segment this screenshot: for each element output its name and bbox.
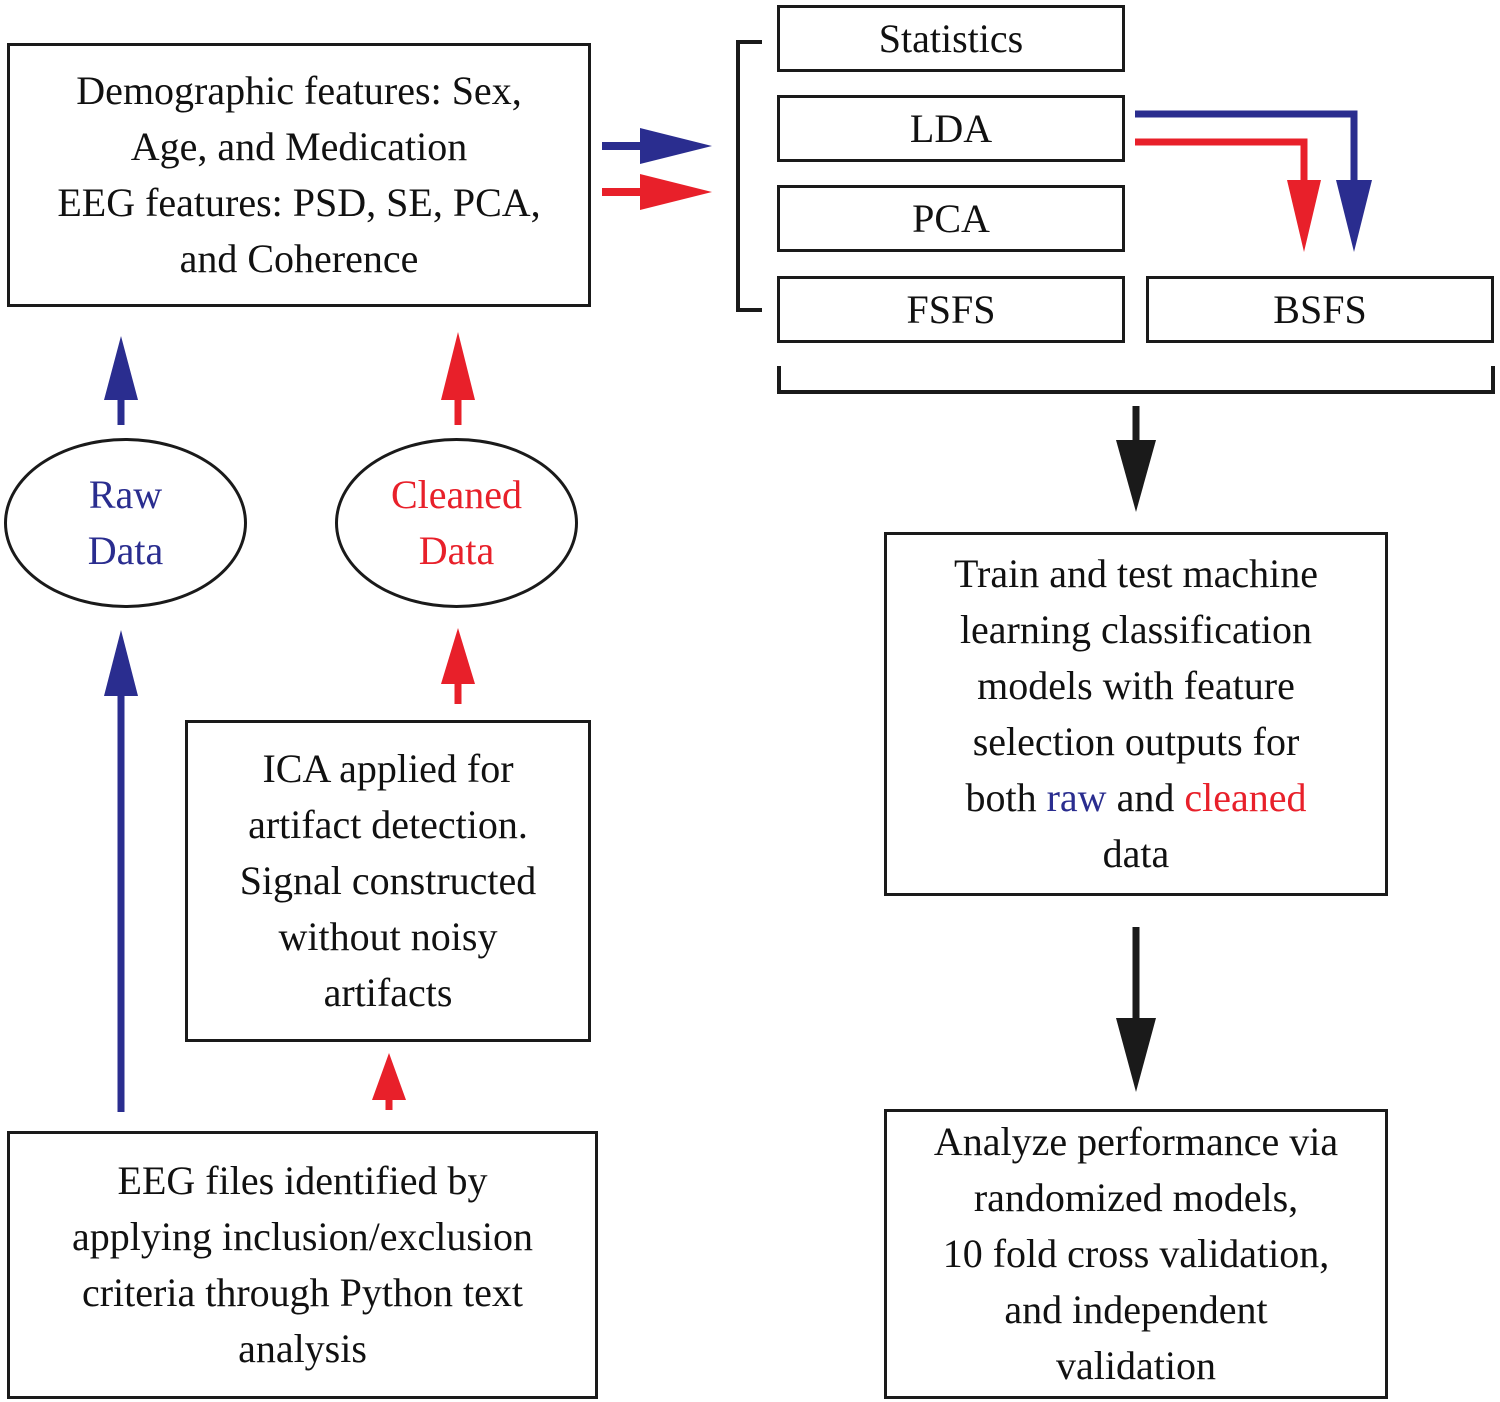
cleaned-to-methods-arrow (602, 174, 712, 210)
cleaned-data-line-1: Cleaned (390, 472, 523, 517)
statistics-box: Statistics (777, 5, 1125, 72)
features-line-4: and Coherence (179, 236, 419, 281)
cleaned-data-line-2: Data (418, 528, 495, 573)
ica-line-3: Signal constructed (239, 858, 537, 903)
methods-to-train-arrow (1116, 406, 1156, 512)
features-box: Demographic features: Sex, Age, and Medi… (7, 43, 591, 307)
fsfs-box: FSFS (777, 276, 1125, 343)
train-line-1: Train and test machine (953, 551, 1318, 596)
bsfs-box: BSFS (1146, 276, 1494, 343)
raw-data-line-2: Data (87, 528, 164, 573)
train-line-5-pre: both (965, 775, 1047, 820)
train-line-5-mid: and (1106, 775, 1185, 820)
analyze-line-1: Analyze performance via (933, 1119, 1339, 1164)
ica-line-4: without noisy (278, 914, 498, 959)
analyze-line-5: validation (1056, 1343, 1216, 1388)
train-line-3: models with feature (977, 663, 1295, 708)
bsfs-label: BSFS (1273, 286, 1367, 332)
lda-to-bsfs-red-arrow (1135, 138, 1321, 252)
features-line-2: Age, and Medication (130, 124, 468, 169)
features-line-3: EEG features: PSD, SE, PCA, (57, 180, 541, 225)
train-raw-word: raw (1046, 775, 1107, 820)
raw-data-ellipse: Raw Data (4, 438, 247, 608)
fsfs-label: FSFS (906, 286, 996, 332)
eeg-files-line-3: criteria through Python text (81, 1270, 523, 1315)
methods-bottom-bracket (777, 366, 1495, 394)
analyze-line-3: 10 fold cross validation, (942, 1231, 1330, 1276)
cleaned-data-to-features-arrow (441, 332, 475, 425)
cleaned-data-ellipse: Cleaned Data (335, 438, 578, 608)
analyze-line-2: randomized models, (973, 1175, 1299, 1220)
raw-data-to-features-arrow (104, 336, 138, 425)
analyze-box: Analyze performance via randomized model… (884, 1109, 1388, 1399)
ica-to-cleaned-data-arrow (441, 628, 475, 704)
eeg-files-line-4: analysis (238, 1326, 367, 1371)
analyze-line-4: and independent (1004, 1287, 1268, 1332)
ica-line-5: artifacts (323, 970, 453, 1015)
eeg-files-to-ica-arrow (372, 1053, 406, 1110)
ica-line-1: ICA applied for (262, 746, 514, 791)
train-cleaned-word: cleaned (1184, 775, 1307, 820)
methods-left-bracket (736, 40, 762, 312)
lda-label: LDA (909, 105, 993, 151)
ica-box: ICA applied for artifact detection. Sign… (185, 720, 591, 1042)
train-line-5: both raw and cleaned (954, 770, 1318, 826)
eeg-files-to-raw-data-arrow (104, 630, 138, 1112)
ica-line-2: artifact detection. (248, 802, 528, 847)
eeg-files-box: EEG files identified by applying inclusi… (7, 1131, 598, 1399)
raw-data-line-1: Raw (88, 472, 163, 517)
lda-box: LDA (777, 95, 1125, 162)
pca-label: PCA (912, 195, 990, 241)
train-to-analyze-arrow (1116, 927, 1156, 1092)
features-line-1: Demographic features: Sex, (76, 68, 522, 113)
pca-box: PCA (777, 185, 1125, 252)
raw-to-methods-arrow (602, 128, 712, 164)
train-line-4: selection outputs for (972, 719, 1300, 764)
eeg-files-line-1: EEG files identified by (117, 1158, 488, 1203)
eeg-files-line-2: applying inclusion/exclusion (71, 1214, 534, 1259)
statistics-label: Statistics (878, 15, 1024, 61)
train-box: Train and test machine learning classifi… (884, 532, 1388, 896)
train-line-6: data (1102, 831, 1170, 876)
lda-to-bsfs-blue-arrow (1135, 110, 1372, 252)
train-line-2: learning classification (959, 607, 1313, 652)
